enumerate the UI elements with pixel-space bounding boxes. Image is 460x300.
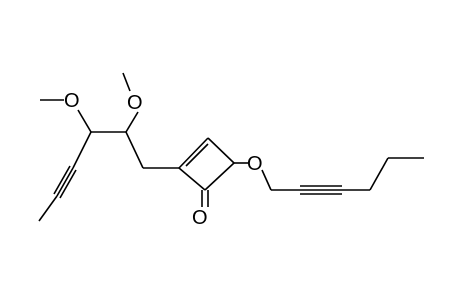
hexynyloxy-chain <box>234 157 424 195</box>
atom-o-ether: O <box>247 153 263 175</box>
ring-bond-right <box>207 137 235 164</box>
methoxy-right-group <box>122 72 139 133</box>
ring-bond-top <box>178 137 209 169</box>
atom-o-carbonyl: O <box>192 207 208 229</box>
ring-bond-bottom-right <box>204 162 235 191</box>
bond-o-ether-ch2 <box>261 169 272 191</box>
side-chain <box>38 131 179 222</box>
alkyne-left-bond-2 <box>53 165 71 195</box>
bond-c3-alkyne <box>72 131 92 169</box>
bond-o-left-c3 <box>77 109 92 133</box>
alkyne-left-bond-3 <box>59 169 77 199</box>
ring-bond-top-inner <box>185 143 209 167</box>
bond-alkyne-ch3 <box>38 195 58 222</box>
cyclobutenone-ring <box>178 137 235 207</box>
atom-o-methoxy-right: O <box>127 92 143 114</box>
alkyne-left-bond-1 <box>56 167 74 197</box>
methoxy-left-group <box>40 99 92 133</box>
bond-ch3-o-right <box>122 72 131 92</box>
bond-ch2-ch2 <box>369 157 389 191</box>
bond-o-right-c2 <box>125 111 139 133</box>
bond-c2-ch2 <box>125 131 144 169</box>
atom-labels: O O O O <box>64 90 263 229</box>
ring-bond-left <box>178 167 206 191</box>
atom-o-methoxy-left: O <box>64 90 80 112</box>
